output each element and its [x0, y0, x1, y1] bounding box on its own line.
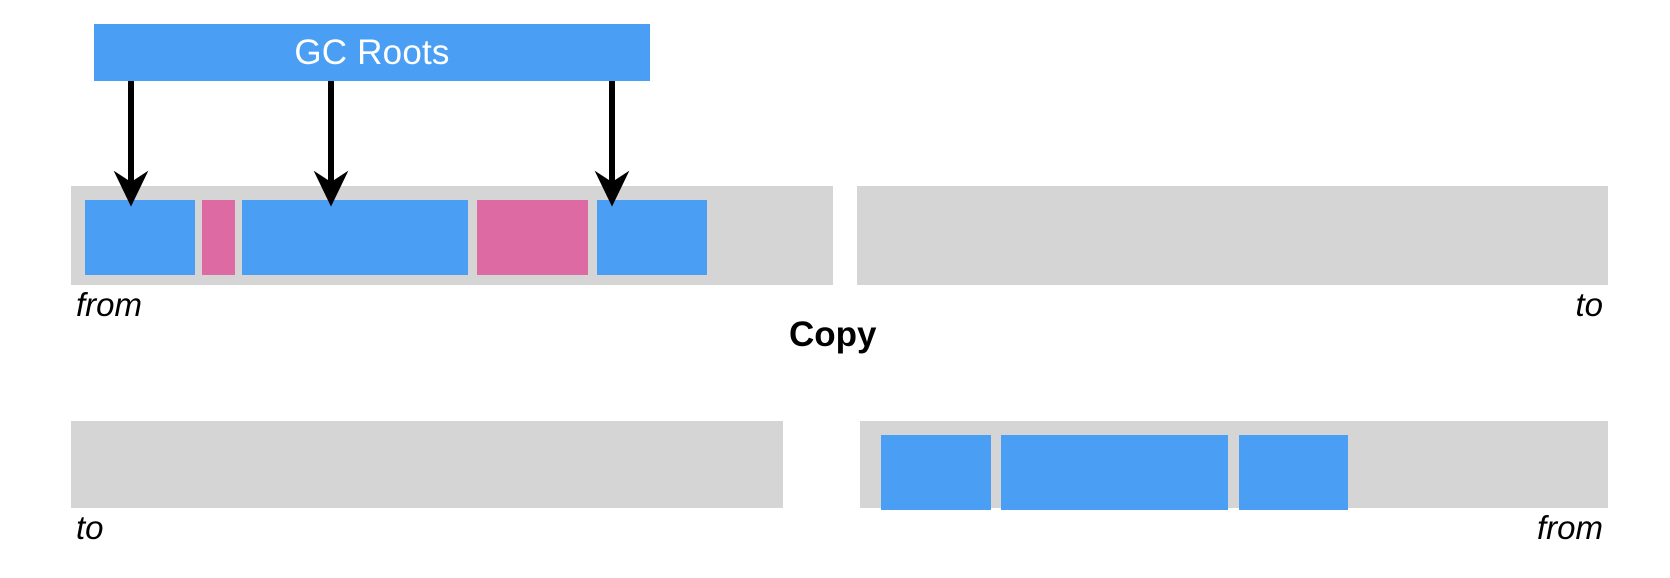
from-space-before-label: from: [76, 286, 142, 323]
copied-object-3: [1239, 435, 1348, 510]
from-space-after: [860, 421, 1608, 510]
live-object-3: [597, 200, 707, 275]
to-space-before-label: to: [1575, 286, 1603, 323]
dead-object-2: [477, 200, 588, 275]
phase-caption: Copy: [789, 315, 877, 354]
gc-roots-label: GC Roots: [294, 33, 450, 72]
live-object-2: [242, 200, 468, 275]
copied-object-2: [1001, 435, 1228, 510]
to-space-before: [857, 186, 1608, 285]
to-space-after-label: to: [76, 509, 104, 546]
gc-roots-banner: GC Roots: [94, 24, 650, 81]
to-space-after: [71, 421, 783, 508]
from-space-after-label: from: [1537, 509, 1603, 546]
from-space-before: [71, 186, 833, 285]
copied-object-1: [881, 435, 991, 510]
live-object-1: [85, 200, 195, 275]
dead-object-1: [202, 200, 235, 275]
